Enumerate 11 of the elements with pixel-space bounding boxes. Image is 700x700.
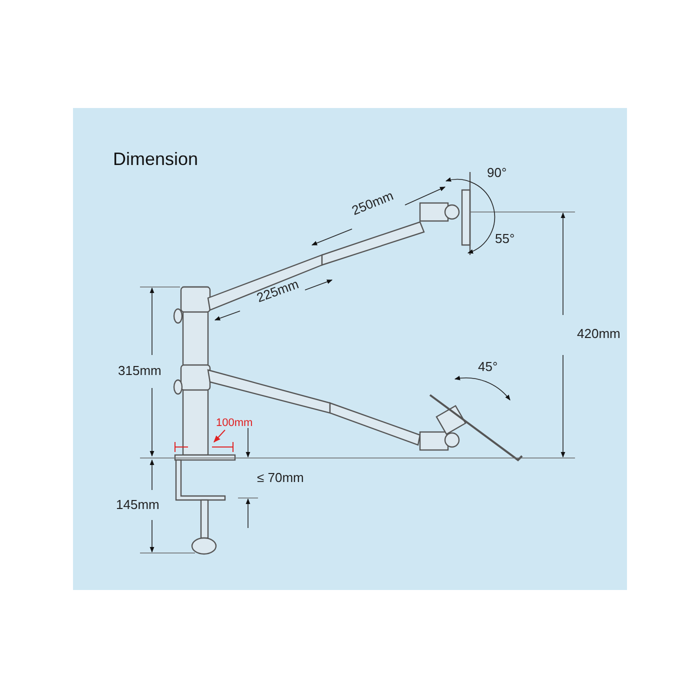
angle-label: 45° [478,360,498,373]
angle-label: 90° [487,166,507,179]
dimension-label: 420mm [577,327,620,340]
dimension-label: 100mm [216,418,253,429]
angle-label: 55° [495,232,515,245]
dimension-label: ≤ 70mm [257,471,304,484]
title: Dimension [113,149,198,170]
dimension-label: 315mm [118,364,162,377]
dimension-label: 225mm [255,277,300,304]
dimension-label: 250mm [350,188,396,218]
dimension-label: 145mm [116,498,160,511]
